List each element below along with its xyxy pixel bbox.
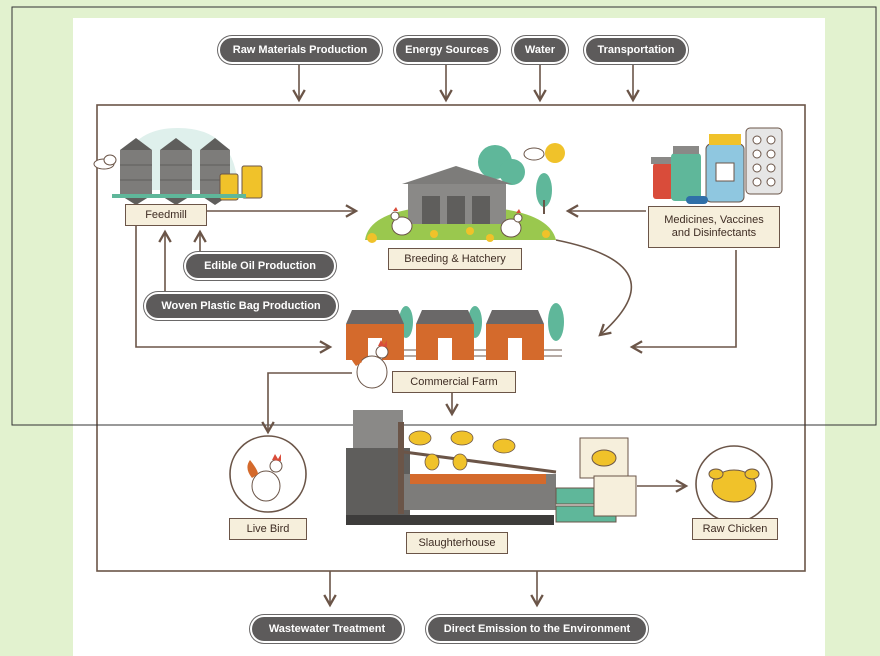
raw-chicken-label: Raw Chicken (692, 518, 778, 540)
direct-emission-pill: Direct Emission to the Environment (428, 617, 646, 641)
output-arrows (323, 571, 544, 608)
roast-chicken-icon (708, 468, 760, 503)
hen-icon (390, 207, 413, 236)
medicines-label-line1: Medicines, Vaccines (664, 214, 764, 226)
edible-oil-pill: Edible Oil Production (186, 254, 334, 278)
grass-strip (112, 194, 246, 198)
system-boundary (96, 104, 806, 572)
pill-blister-icon (745, 127, 783, 195)
raw-chicken-illustration (695, 445, 773, 523)
barn-icon (416, 310, 474, 360)
feedmill-label: Feedmill (125, 204, 207, 226)
package-box (593, 475, 637, 517)
chick-icon (367, 227, 550, 243)
cloud-icon (93, 154, 117, 170)
medicine-bottle-icon (651, 157, 675, 199)
commercial-farm-illustration (346, 303, 564, 389)
live-bird-label: Live Bird (229, 518, 307, 540)
medicines-illustration (651, 127, 783, 204)
overlay-frame (11, 6, 877, 426)
feed-silo-icon (200, 138, 230, 205)
sun-icon (545, 143, 565, 163)
feed-bag-icon (241, 165, 263, 199)
tree-icon (478, 145, 525, 185)
rooster-icon (349, 340, 389, 389)
wastewater-pill: Wastewater Treatment (252, 617, 402, 641)
barn-icon (402, 166, 512, 224)
capsule-icon (686, 196, 708, 204)
feedmill-illustration (93, 128, 263, 205)
medicines-label: Medicines, Vaccines and Disinfectants (648, 206, 780, 248)
slaughterhouse-label: Slaughterhouse (406, 532, 508, 554)
commercial-farm-label: Commercial Farm (392, 371, 516, 393)
tree-icon (536, 173, 552, 214)
medicine-bottle-icon (671, 146, 701, 201)
breeding-hatchery-label: Breeding & Hatchery (388, 248, 522, 270)
transportation-pill: Transportation (586, 38, 686, 62)
hatchery-illustration (365, 143, 565, 243)
water-pill: Water (514, 38, 566, 62)
slaughterhouse-illustration (346, 410, 637, 525)
medicines-label-line2: and Disinfectants (671, 227, 757, 239)
energy-sources-pill: Energy Sources (396, 38, 498, 62)
chick-icon (408, 430, 516, 471)
live-bird-illustration (229, 435, 307, 513)
hen-icon (500, 209, 523, 238)
woven-bag-pill: Woven Plastic Bag Production (146, 294, 336, 318)
feed-bag-icon (219, 173, 239, 201)
input-arrows (292, 62, 640, 103)
medicine-bottle-icon (705, 134, 745, 203)
fence (404, 349, 562, 357)
cloud-icon (523, 147, 545, 161)
roast-chicken-icon (591, 449, 617, 467)
flow-arrows (135, 204, 737, 493)
barn-icon (486, 310, 544, 360)
raw-materials-pill: Raw Materials Production (220, 38, 380, 62)
tree-icon (399, 303, 564, 341)
rooster-icon (247, 454, 283, 502)
feed-silo-icon (120, 138, 152, 205)
